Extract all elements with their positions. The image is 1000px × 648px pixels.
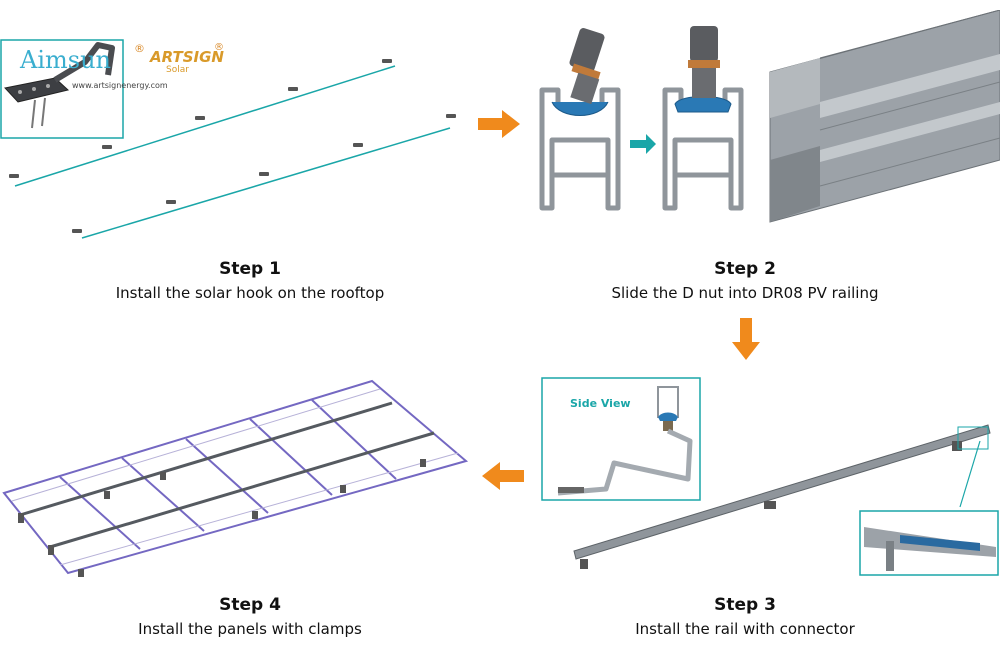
step2-title: Step 2 [714,259,776,279]
step4-illustration [2,379,469,577]
installed-rail [573,424,991,560]
step2-illustration [539,10,1000,223]
step4-description: Install the panels with clamps [138,620,362,638]
roof-rail-upper [14,65,396,187]
brand-logo-aimsun: Aimsun [19,46,111,74]
solar-hook-icon [4,42,115,129]
arrow-left-icon [482,462,524,490]
side-view-inset-frame [541,377,701,501]
step2-caption: Step 2 Slide the D nut into DR08 PV rail… [495,258,995,303]
step1-description: Install the solar hook on the rooftop [115,284,385,302]
step1-title: Step 1 [219,259,281,279]
step3-illustration: Side View [541,377,999,576]
dr08-rail-3d [769,10,1000,223]
step1-caption: Step 1 Install the solar hook on the roo… [0,258,500,303]
connector-detail-icon [864,527,996,571]
rail-hooks [580,441,962,569]
registered-mark-1: ® [134,42,145,55]
step3-title: Step 3 [714,595,776,615]
brand-logo-artsign: ARTSIGN [149,48,224,66]
rail-profile-before [539,28,621,211]
arrow-down-icon [732,318,760,360]
step3-description: Install the rail with connector [635,620,855,638]
roof-rail-lower [81,127,451,239]
step2-description: Slide the D nut into DR08 PV railing [611,284,879,302]
rail-profile-after [662,26,744,211]
brand-logo-solar: Solar [166,65,189,75]
panel-inner-frames [11,388,459,566]
panel-clamps [18,459,426,577]
step3-caption: Step 3 Install the rail with connector [495,594,995,639]
step1-illustration: Aimsun ® ARTSIGN ® Solar www.artsignener… [0,39,456,239]
rooftop-hooks [9,59,456,233]
step4-title: Step 4 [219,595,281,615]
mounting-rails [19,401,435,549]
side-view-hook-icon [557,386,693,496]
side-view-label: Side View [570,397,631,410]
website-text: www.artsignenergy.com [72,81,168,90]
slide-arrow-icon [630,134,656,154]
detail-leader-line [959,440,981,508]
arrow-right-icon [478,110,520,138]
hook-inset-frame [0,39,124,139]
step4-caption: Step 4 Install the panels with clamps [0,594,500,639]
solar-panel-array [2,379,469,575]
registered-mark-2: ® [214,42,224,53]
